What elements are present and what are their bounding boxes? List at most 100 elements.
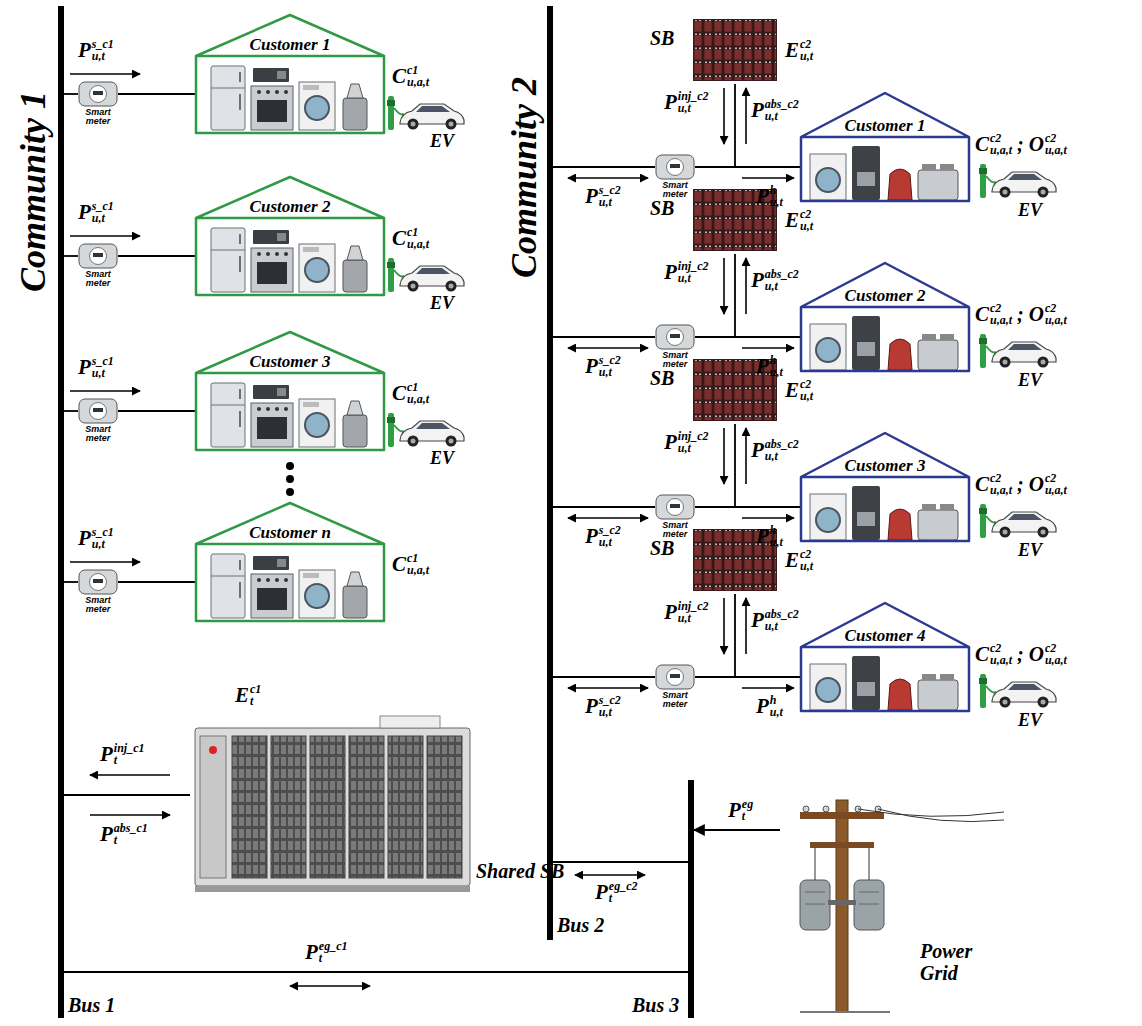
art-part [800, 812, 884, 819]
index-stack: hu,t [770, 694, 783, 718]
ev-car [387, 258, 464, 292]
subscript: u,a,t [1045, 484, 1067, 496]
battery-icons [693, 19, 777, 591]
smart-meter: Smart meter [655, 495, 695, 541]
power-line [553, 336, 655, 338]
community-heading: Community 1 [14, 91, 52, 292]
index-stack: c1u,a,t [407, 552, 429, 576]
customer-label: Customer 3 [845, 456, 926, 475]
art-part [828, 900, 856, 905]
art-part [427, 736, 462, 878]
art-part [286, 475, 294, 483]
appliances [211, 66, 958, 710]
ev-label: EV [430, 448, 454, 468]
subscript: u,a,t [990, 484, 1012, 496]
superscript: s_c2 [599, 524, 621, 536]
smart-meter: Smart meter [655, 665, 695, 711]
meter-label: Smart meter [78, 270, 118, 288]
subscript: u,t [678, 442, 709, 454]
flow-arrow [70, 390, 140, 392]
house-shape [196, 332, 384, 450]
subscript: u,t [765, 280, 799, 292]
customer-house: Customer 3 [195, 331, 385, 451]
power-line [64, 971, 688, 973]
bus-bar: Bus 2 [547, 6, 553, 940]
meter-icon [656, 155, 694, 179]
math-symbol: P [305, 941, 318, 963]
index-stack: inj_c1t [114, 742, 145, 766]
index-stack: c2u,a,t [1045, 302, 1067, 326]
customer-house: Customer 4 [800, 602, 970, 712]
power-grid: Power Grid [780, 790, 1010, 1015]
superscript: c2 [990, 132, 1012, 144]
math-symbol: E [235, 684, 249, 706]
meter-icon [656, 495, 694, 519]
house-outline [195, 14, 385, 134]
math-label: Pabs_c2u,t [751, 98, 799, 122]
continuation-dots [286, 462, 294, 496]
superscript: eg_c2 [609, 880, 638, 892]
art-part [854, 880, 884, 930]
flow-arrow [723, 88, 725, 144]
ev-label: EV [1018, 540, 1042, 560]
art-part [836, 800, 848, 1012]
math-symbol: C [392, 227, 406, 249]
superscript: s_c1 [92, 355, 114, 367]
flow-arrow [745, 88, 747, 144]
math-label: Phu,t [756, 524, 783, 548]
flow-arrow [568, 687, 648, 689]
ev-tag: EV [430, 131, 454, 151]
art-part [803, 806, 809, 812]
storage-battery: SB [690, 17, 780, 84]
math-symbol: P [78, 356, 91, 378]
art-part [286, 488, 294, 496]
separator: ; [1017, 473, 1024, 495]
appliances-icon [211, 228, 367, 292]
house-outline [800, 262, 970, 372]
math-symbol: P [78, 39, 91, 61]
math-label: Ps_c2u,t [585, 354, 621, 378]
index-stack: eg_c2t [609, 880, 638, 904]
customer-label: Customer 3 [250, 352, 331, 371]
subscript: u,a,t [1045, 144, 1067, 156]
math-symbol: C [392, 553, 406, 575]
smart-meter: Smart meter [78, 244, 118, 290]
math-label: Cc2u,a,t;Oc2u,a,t [975, 302, 1067, 326]
math-label: Ec2u,t [785, 208, 813, 232]
house-shape [196, 177, 384, 295]
index-stack: abs_c2u,t [765, 438, 799, 462]
meter-icon [79, 244, 117, 268]
flow-arrow [745, 428, 747, 484]
subscript: u,t [800, 390, 813, 402]
appliances-icon [211, 554, 367, 618]
customer-house: Customer 2 [195, 176, 385, 296]
index-stack: c2u,a,t [990, 132, 1012, 156]
superscript: c2 [800, 548, 813, 560]
superscript: c2 [1045, 472, 1067, 484]
subscript: u,t [678, 102, 709, 114]
math-label: Pinj_c2u,t [664, 90, 709, 114]
art-part [195, 886, 470, 892]
ev-tag: EV [1018, 540, 1042, 560]
house-shape [801, 263, 969, 371]
flow-arrow [742, 347, 794, 349]
ev-car [979, 504, 1056, 538]
customer-label: Customer 2 [250, 197, 331, 216]
math-symbol: P [595, 881, 608, 903]
math-symbol: P [751, 269, 764, 291]
math-symbol: C [975, 643, 989, 665]
math-label: Ps_c1u,t [78, 526, 114, 550]
subscript: u,t [770, 706, 783, 718]
subscript: t [114, 834, 148, 846]
index-stack: inj_c2u,t [678, 260, 709, 284]
subscript: u,t [678, 612, 709, 624]
meter-icon [79, 570, 117, 594]
customer-label: Customer 1 [250, 35, 331, 54]
flow-arrow [723, 428, 725, 484]
subscript: u,t [765, 450, 799, 462]
math-label: Peg_c1t [305, 940, 347, 964]
art-part [859, 892, 879, 893]
art-part [310, 736, 345, 878]
meter-label: Smart meter [655, 691, 695, 709]
